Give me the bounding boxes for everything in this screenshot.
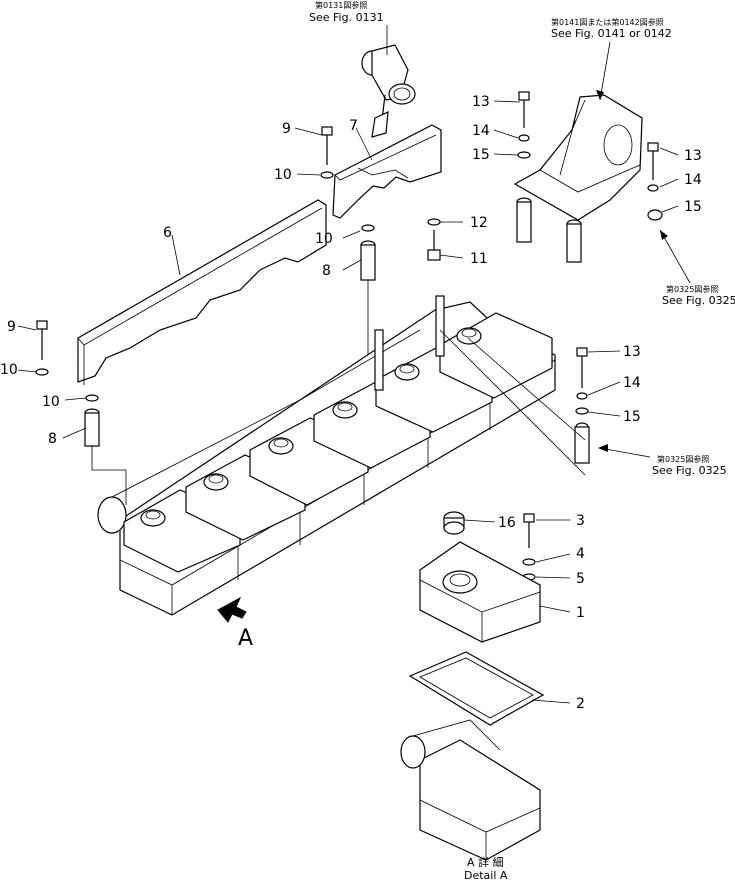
callout-14-a: 14 (472, 123, 490, 139)
callout-5: 5 (576, 571, 585, 587)
callout-14-b: 14 (684, 172, 702, 188)
callout-11: 11 (470, 251, 488, 267)
callout-7: 7 (349, 118, 358, 134)
bracket-assembly (513, 94, 643, 221)
callout-4: 4 (576, 546, 585, 562)
callout-13-c: 13 (623, 344, 641, 360)
ref-fig0325a-jp: 第0325図参照 (666, 284, 718, 294)
callout-2: 2 (576, 696, 585, 712)
callout-16: 16 (498, 515, 516, 531)
callout-8-upper: 8 (322, 263, 331, 279)
detail-a-head (400, 719, 541, 861)
callout-1: 1 (576, 605, 585, 621)
part-7-cover (332, 124, 442, 219)
cylinder-head-cover-row (97, 295, 586, 616)
ref-fig0131-en: See Fig. 0131 (309, 11, 384, 24)
callout-13-a: 13 (472, 94, 490, 110)
callout-13-b: 13 (684, 148, 702, 164)
view-a-label: A (238, 626, 253, 651)
part-6-side-cover (77, 199, 327, 385)
callout-12: 12 (470, 215, 488, 231)
leader-lines (17, 25, 691, 704)
part-1-cover (419, 541, 541, 643)
washer-10-spacer-8-left (84, 394, 127, 505)
callout-15-a: 15 (472, 147, 490, 163)
view-arrow-a (217, 596, 247, 623)
callout-9-left: 9 (7, 319, 16, 335)
bolt-13-right (647, 142, 663, 221)
detail-a-en: Detail A (464, 869, 508, 881)
part-2-gasket (408, 651, 545, 726)
callout-3: 3 (576, 513, 585, 529)
bolt-13-lower (574, 347, 590, 464)
part-16-cap (443, 511, 465, 535)
callout-6: 6 (163, 225, 172, 241)
ref-fig0131-jp: 第0131図参照 (315, 0, 367, 10)
callout-8-left: 8 (48, 431, 57, 447)
bolt-11-washer-12 (427, 218, 441, 261)
spacer-right (566, 219, 582, 263)
ref-fig0325b-en: See Fig. 0325 (652, 464, 727, 477)
callout-10-c: 10 (0, 362, 18, 378)
part-3-bolt (522, 513, 536, 581)
callout-15-b: 15 (684, 199, 702, 215)
ref-fig0325a-en: See Fig. 0325 (662, 294, 735, 307)
callout-10-a: 10 (274, 167, 292, 183)
callout-14-c: 14 (623, 375, 641, 391)
intake-fitting (361, 44, 416, 138)
callout-15-c: 15 (623, 409, 641, 425)
callout-10-d: 10 (42, 394, 60, 410)
ref-fig0141-en: See Fig. 0141 or 0142 (551, 27, 672, 40)
bolt-9-left (35, 320, 49, 376)
detail-a-jp: A 詳 細 (467, 855, 504, 869)
bolt-9-upper (320, 126, 334, 179)
callout-10-b: 10 (315, 231, 333, 247)
bolt-13-top (516, 91, 532, 243)
ref-fig0325b-jp: 第0325図参照 (657, 454, 709, 464)
callout-9-upper: 9 (282, 121, 291, 137)
ref-fig0141-jp: 第0141図または第0142図参照 (551, 17, 664, 27)
